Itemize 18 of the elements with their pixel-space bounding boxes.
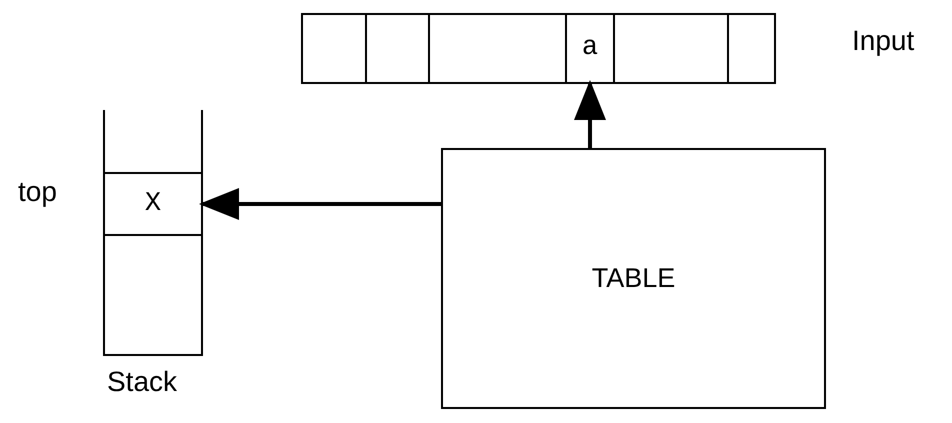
tape-cell bbox=[428, 13, 567, 84]
arrow bbox=[199, 188, 441, 220]
box-title: TABLE bbox=[592, 265, 676, 292]
text-label: Stack bbox=[107, 366, 178, 398]
tape-cell bbox=[365, 13, 430, 84]
tape-cell bbox=[727, 13, 776, 84]
text-label: Input bbox=[852, 25, 914, 57]
cell-symbol: X bbox=[144, 190, 162, 218]
stack-slot bbox=[103, 172, 203, 236]
stack-slot bbox=[103, 234, 203, 356]
text-label: top bbox=[18, 176, 57, 208]
tape-cell bbox=[613, 13, 729, 84]
tape-cell bbox=[301, 13, 367, 84]
tape-cell bbox=[565, 13, 615, 84]
stack-slot bbox=[103, 110, 203, 174]
table-box bbox=[441, 148, 826, 409]
arrow bbox=[574, 80, 606, 148]
cell-symbol: a bbox=[582, 35, 598, 62]
